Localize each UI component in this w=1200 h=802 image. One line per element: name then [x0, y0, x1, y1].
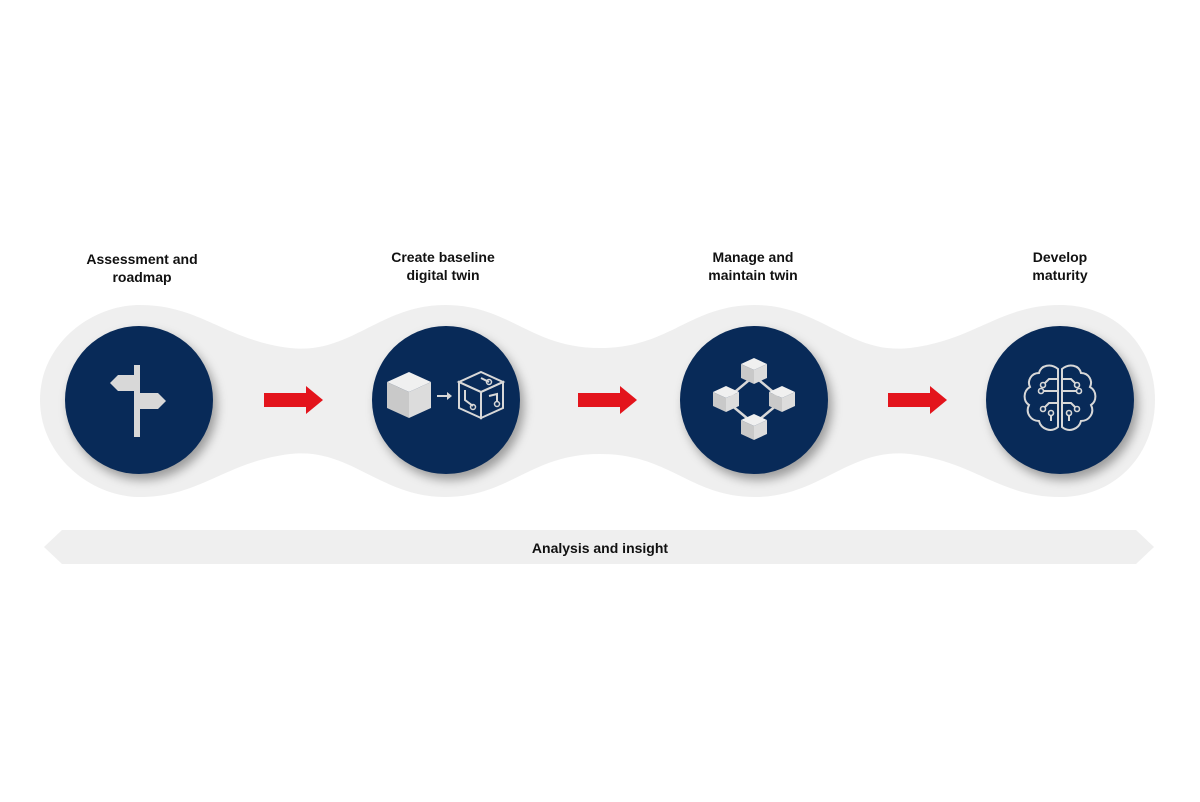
step-1-label: Assessment and roadmap: [86, 251, 198, 285]
analysis-banner-label: Analysis and insight: [531, 540, 669, 556]
step-4-label: Develop maturity: [1032, 249, 1088, 283]
signpost-icon: [110, 365, 166, 437]
step-2-circle: [372, 326, 520, 474]
arrow-2: [578, 386, 637, 414]
step-1-circle: [65, 326, 213, 474]
step-2-label: Create baseline digital twin: [391, 249, 495, 283]
arrow-1: [264, 386, 323, 414]
connected-cubes-icon: [713, 358, 795, 440]
step-3-label: Manage and maintain twin: [708, 249, 798, 283]
arrow-3: [888, 386, 947, 414]
cube-to-digital-twin-icon: [387, 370, 506, 420]
ai-brain-circuit-icon: [1023, 364, 1097, 431]
step-3-circle: [680, 326, 828, 474]
step-4-circle: [986, 326, 1134, 474]
